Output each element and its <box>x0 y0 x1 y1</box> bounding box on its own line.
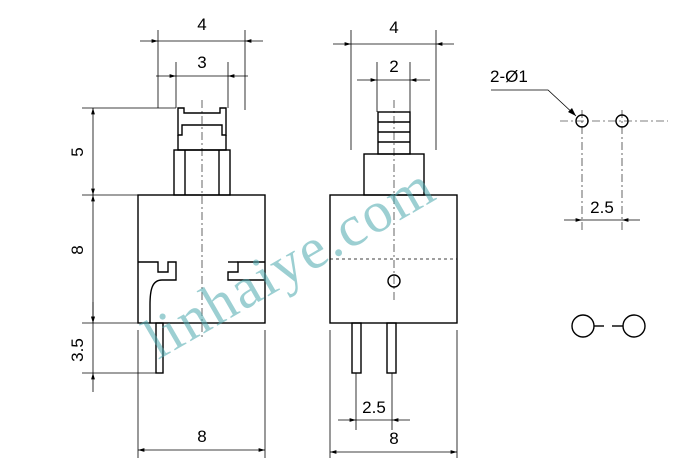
hole-callout-label: 2-Ø1 <box>490 67 528 86</box>
side-body-height-dimension: 8 <box>68 195 95 323</box>
side-pin-length-dimension: 3.5 <box>68 302 95 392</box>
side-view: 4 3 5 <box>68 15 266 458</box>
front-stem-width-label: 2 <box>389 57 398 76</box>
side-stem-width-dimension: 3 <box>156 53 248 78</box>
side-pin-length-label: 3.5 <box>68 338 87 362</box>
side-top-width-label: 4 <box>197 15 206 34</box>
front-pin-spacing-label: 2.5 <box>362 398 386 417</box>
side-stem-height-label: 5 <box>68 147 87 156</box>
watermark-text: linhaiye.com <box>132 152 446 371</box>
side-bottom-width-dimension: 8 <box>138 427 265 452</box>
side-body-height-label: 8 <box>68 245 87 254</box>
front-bottom-width-label: 8 <box>389 429 398 448</box>
front-view: 4 2 2.5 <box>329 18 458 458</box>
hole-spacing-dimension: 2.5 <box>564 198 640 222</box>
front-pin-spacing-dimension: 2.5 <box>338 398 410 422</box>
front-top-width-label: 4 <box>389 18 398 37</box>
front-stem-width-dimension: 2 <box>357 57 430 82</box>
hole-layout: 2-Ø1 2.5 <box>490 67 668 230</box>
schematic-contact-left <box>571 314 595 338</box>
side-bottom-width-label: 8 <box>197 427 206 446</box>
side-top-width-dimension: 4 <box>140 15 263 43</box>
switch-schematic-symbol <box>571 314 646 338</box>
front-top-width-dimension: 4 <box>333 18 454 46</box>
side-stem-width-label: 3 <box>197 53 206 72</box>
schematic-contact-right <box>622 314 646 338</box>
side-stem-height-dimension: 5 <box>68 108 95 195</box>
hole-spacing-label: 2.5 <box>590 198 614 217</box>
front-bottom-width-dimension: 8 <box>330 429 457 454</box>
